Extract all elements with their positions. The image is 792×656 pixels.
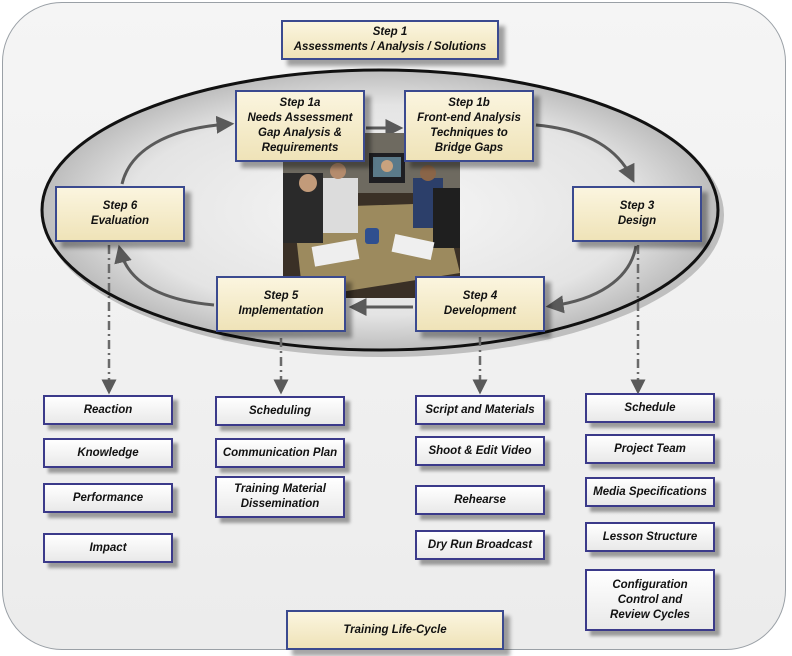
step-5-label: Implementation — [238, 305, 324, 317]
evaluation-item-knowledge: Knowledge — [43, 438, 173, 468]
step-5-number: Step 5 — [263, 290, 299, 302]
step-1b-line: Techniques to — [430, 127, 508, 139]
arrow-5-to-6 — [114, 244, 215, 307]
evaluation-item-performance: Performance — [43, 483, 173, 513]
step-1a-box: Step 1a Needs Assessment Gap Analysis & … — [235, 90, 365, 162]
item-label: Training Material Dissemination — [234, 483, 326, 510]
step-1-label: Assessments / Analysis / Solutions — [293, 41, 487, 53]
arrow-6-to-1a — [120, 115, 235, 185]
meeting-photo — [283, 133, 460, 298]
step-1-number: Step 1 — [372, 26, 408, 38]
diagram-title: Training Life-Cycle — [286, 610, 504, 650]
design-item-media-specifications: Media Specifications — [585, 477, 715, 507]
item-label: Project Team — [614, 442, 686, 455]
step-1b-line: Front-end Analysis — [417, 112, 521, 124]
step-1b-line: Bridge Gaps — [434, 142, 504, 154]
item-label: Scheduling — [249, 404, 311, 417]
item-label: Configuration Control and Review Cycles — [610, 578, 690, 621]
step-6-label: Evaluation — [90, 215, 150, 227]
implementation-item-scheduling: Scheduling — [215, 396, 345, 426]
item-label: Impact — [89, 541, 127, 554]
design-item-lesson-structure: Lesson Structure — [585, 522, 715, 552]
step-3-label: Design — [617, 215, 657, 227]
design-item-project-team: Project Team — [585, 434, 715, 464]
step-4-label: Development — [443, 305, 517, 317]
design-item-configuration-control: Configuration Control and Review Cycles — [585, 569, 715, 631]
implementation-item-material-dissemination: Training Material Dissemination — [215, 476, 345, 518]
step-5-box: Step 5 Implementation — [216, 276, 346, 332]
implementation-item-communication-plan: Communication Plan — [215, 438, 345, 468]
step-1b-box: Step 1b Front-end Analysis Techniques to… — [404, 90, 534, 162]
item-label: Reaction — [83, 403, 133, 416]
step-1a-line: Gap Analysis & — [258, 127, 342, 139]
evaluation-item-reaction: Reaction — [43, 395, 173, 425]
item-label: Knowledge — [77, 446, 139, 459]
design-item-schedule: Schedule — [585, 393, 715, 423]
item-label: Dry Run Broadcast — [427, 538, 533, 551]
step-1-box: Step 1 Assessments / Analysis / Solution… — [281, 20, 499, 60]
item-label: Media Specifications — [593, 485, 707, 498]
step-4-number: Step 4 — [462, 290, 498, 302]
development-item-script-materials: Script and Materials — [415, 395, 545, 425]
item-label: Schedule — [624, 401, 676, 414]
development-item-dry-run: Dry Run Broadcast — [415, 530, 545, 560]
diagram-title-text: Training Life-Cycle — [343, 623, 447, 636]
step-6-number: Step 6 — [102, 200, 138, 212]
development-item-shoot-edit: Shoot & Edit Video — [415, 436, 545, 466]
item-label: Communication Plan — [222, 446, 338, 459]
step-3-box: Step 3 Design — [572, 186, 702, 242]
development-item-rehearse: Rehearse — [415, 485, 545, 515]
step-1a-line: Requirements — [261, 142, 339, 154]
item-label: Performance — [72, 491, 144, 504]
arrow-3-to-4 — [545, 245, 638, 314]
step-4-box: Step 4 Development — [415, 276, 545, 332]
item-label: Shoot & Edit Video — [428, 444, 532, 457]
step-1a-line: Needs Assessment — [247, 112, 353, 124]
item-label: Script and Materials — [425, 403, 535, 416]
step-1b-number: Step 1b — [448, 97, 490, 109]
evaluation-item-impact: Impact — [43, 533, 173, 563]
item-label: Rehearse — [454, 493, 506, 506]
step-6-box: Step 6 Evaluation — [55, 186, 185, 242]
arrow-1b-to-3 — [535, 123, 635, 183]
item-label: Lesson Structure — [602, 530, 698, 543]
step-1a-number: Step 1a — [279, 97, 321, 109]
step-3-number: Step 3 — [619, 200, 655, 212]
